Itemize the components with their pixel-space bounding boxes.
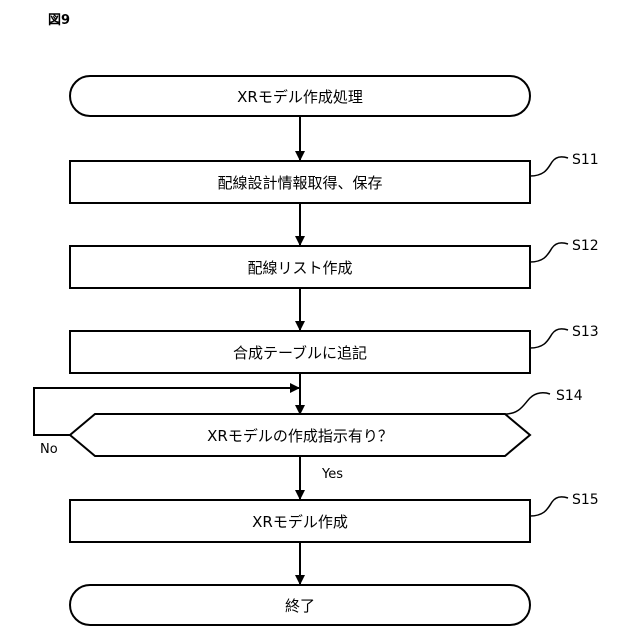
process-s11-label: 配線設計情報取得、保存 xyxy=(217,174,382,192)
leader-s14 xyxy=(505,393,550,414)
process-s13-label: 合成テーブルに追記 xyxy=(233,344,367,362)
start-label: XRモデル作成処理 xyxy=(237,88,363,106)
process-s15-label: XRモデル作成 xyxy=(252,513,348,531)
figure-label: 図9 xyxy=(48,13,70,28)
step-label-s14: S14 xyxy=(556,388,583,404)
leader-s15 xyxy=(530,497,568,516)
step-label-s12: S12 xyxy=(572,238,599,254)
branch-no-label: No xyxy=(40,442,58,457)
leader-s12 xyxy=(530,243,568,262)
step-label-s15: S15 xyxy=(572,492,599,508)
step-label-s11: S11 xyxy=(572,152,599,168)
step-label-s13: S13 xyxy=(572,324,599,340)
leader-s11 xyxy=(530,157,568,176)
end-label: 終了 xyxy=(285,597,315,615)
leader-s13 xyxy=(530,329,568,348)
branch-yes-label: Yes xyxy=(321,467,343,482)
decision-s14-label: XRモデルの作成指示有り？ xyxy=(207,427,393,445)
process-s12-label: 配線リスト作成 xyxy=(247,259,352,277)
